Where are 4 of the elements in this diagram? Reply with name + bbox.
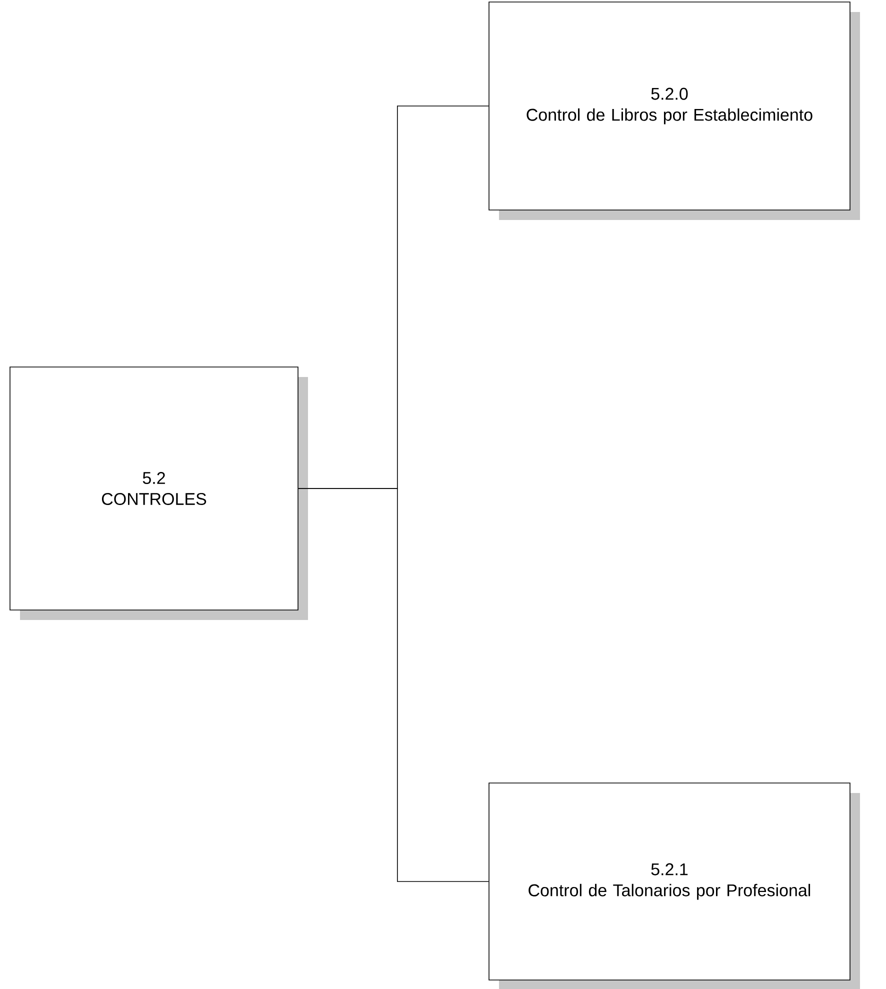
process-box: 5.2.1 Control de Talonarios por Profesional — [488, 782, 860, 989]
process-box: 5.2 CONTROLES — [10, 366, 308, 620]
connector-line — [298, 488, 489, 882]
process-box: 5.2.0 Control de Libros por Establecimiento — [488, 2, 860, 220]
